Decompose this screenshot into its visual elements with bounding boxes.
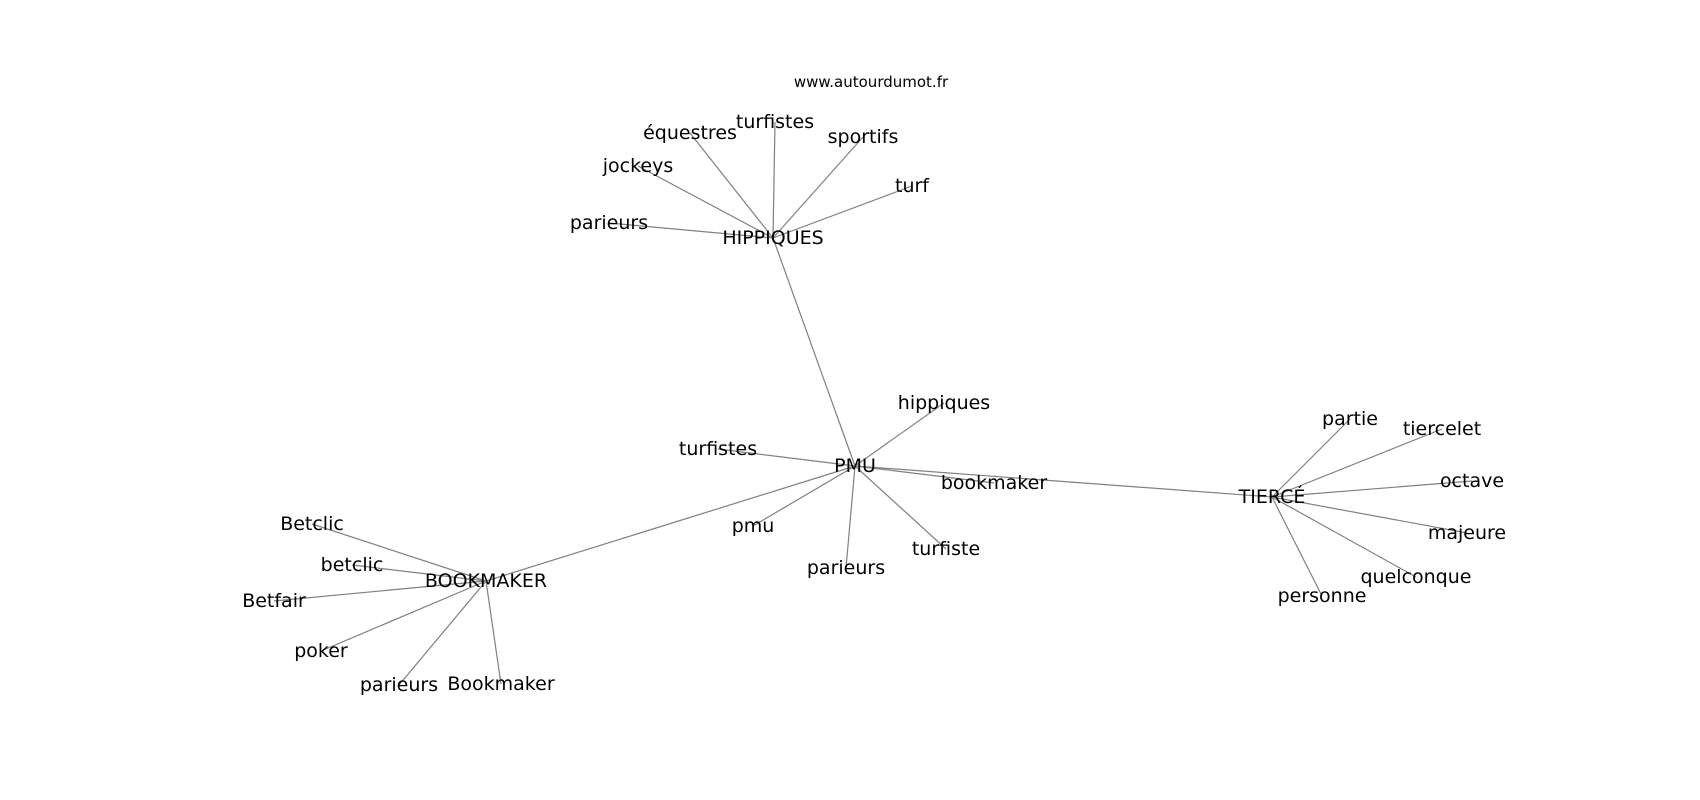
node-b-parieurs: parieurs — [360, 674, 438, 696]
node-p-bookmaker: bookmaker — [941, 472, 1047, 494]
node-b-Betfair: Betfair — [242, 590, 306, 612]
edge-pmu_hub-p_turfistes — [717, 448, 856, 467]
node-p-parieurs: parieurs — [807, 557, 885, 579]
source-caption: www.autourdumot.fr — [793, 73, 949, 91]
edge-pmu_hub-p_bookmaker — [854, 465, 995, 484]
label-layer: PMUHIPPIQUESBOOKMAKERTIERCÉéquestresturf… — [242, 111, 1506, 696]
edge-tierce_hub-t_octave — [1271, 480, 1473, 498]
edge-tierce_hub-t_tiercelet — [1271, 428, 1443, 498]
edge-tierce_hub-t_majeure — [1271, 496, 1468, 534]
node-hippiques-hub: HIPPIQUES — [722, 227, 823, 249]
node-h-turfistes: turfistes — [736, 111, 814, 133]
node-p-pmu: pmu — [732, 515, 775, 537]
edge-bookmaker_hub-b_Betclic — [311, 523, 487, 582]
node-t-majeure: majeure — [1428, 522, 1506, 544]
edge-pmu_hub-tierce_hub — [854, 465, 1273, 498]
node-b-Betclic: Betclic — [280, 513, 344, 535]
node-b-poker: poker — [294, 640, 348, 662]
edge-bookmaker_hub-b_parieurs — [398, 580, 487, 686]
node-h-equestres: équestres — [643, 122, 737, 144]
node-h-jockeys: jockeys — [602, 155, 674, 177]
node-b-Bookmaker: Bookmaker — [447, 673, 554, 695]
node-t-octave: octave — [1440, 470, 1504, 492]
edge-pmu_hub-hippiques_hub — [772, 237, 856, 467]
edge-layer — [273, 121, 1473, 686]
edge-bookmaker_hub-b_Betfair — [273, 580, 487, 602]
node-tierce-hub: TIERCÉ — [1238, 485, 1306, 508]
edge-bookmaker_hub-b_Bookmaker — [485, 580, 502, 685]
edge-tierce_hub-t_quelconque — [1271, 496, 1417, 578]
node-p-turfiste: turfiste — [912, 538, 980, 560]
node-t-partie: partie — [1322, 408, 1378, 430]
edge-tierce_hub-t_personne — [1271, 496, 1323, 597]
node-pmu-hub: PMU — [834, 455, 876, 477]
node-p-hippiques: hippiques — [898, 392, 990, 414]
node-t-quelconque: quelconque — [1361, 566, 1472, 588]
edge-hippiques_hub-h_parieurs — [608, 222, 774, 239]
node-t-personne: personne — [1278, 585, 1367, 607]
edge-hippiques_hub-h_equestres — [689, 132, 774, 239]
edge-hippiques_hub-h_jockeys — [637, 165, 774, 239]
node-bookmaker-hub: BOOKMAKER — [425, 570, 547, 592]
edge-tierce_hub-t_partie — [1271, 418, 1351, 498]
edge-hippiques_hub-h_turf — [772, 185, 913, 239]
node-p-turfistes: turfistes — [679, 438, 757, 460]
node-t-tiercelet: tiercelet — [1403, 418, 1481, 440]
node-h-parieurs: parieurs — [570, 212, 648, 234]
edge-bookmaker_hub-b_betclic — [351, 564, 487, 582]
node-h-sportifs: sportifs — [828, 126, 899, 148]
edge-pmu_hub-bookmaker_hub — [485, 465, 856, 582]
edge-hippiques_hub-h_sportifs — [772, 136, 864, 239]
edge-bookmaker_hub-b_poker — [320, 580, 487, 652]
edge-pmu_hub-p_hippiques — [854, 402, 945, 467]
edge-pmu_hub-p_turfiste — [854, 465, 947, 550]
edge-pmu_hub-p_parieurs — [845, 465, 856, 569]
edge-hippiques_hub-h_turfistes — [772, 121, 776, 239]
node-b-betclic: betclic — [321, 554, 384, 576]
edge-pmu_hub-p_pmu — [752, 465, 856, 527]
node-h-turf: turf — [895, 175, 930, 197]
